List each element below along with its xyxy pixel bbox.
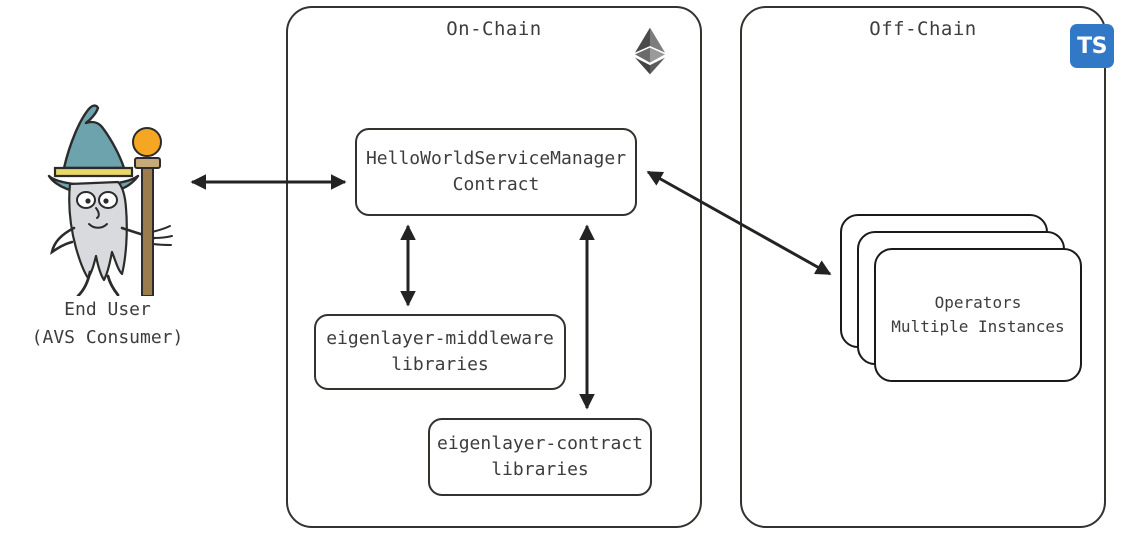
typescript-logo: TS bbox=[1070, 24, 1114, 68]
node-service-manager[interactable]: HelloWorldServiceManager Contract bbox=[355, 128, 637, 216]
node-contract-libraries[interactable]: eigenlayer-contract libraries bbox=[428, 418, 652, 496]
panel-on-chain-title: On-Chain bbox=[446, 18, 542, 40]
end-user-label: End User (AVS Consumer) bbox=[31, 299, 184, 348]
node-middleware-libraries[interactable]: eigenlayer-middleware libraries bbox=[314, 314, 566, 390]
ethereum-logo bbox=[635, 27, 665, 75]
wizard-avatar bbox=[47, 104, 173, 296]
panel-off-chain-title: Off-Chain bbox=[869, 18, 977, 40]
operators-node[interactable]: Operators Multiple Instances bbox=[874, 248, 1082, 382]
